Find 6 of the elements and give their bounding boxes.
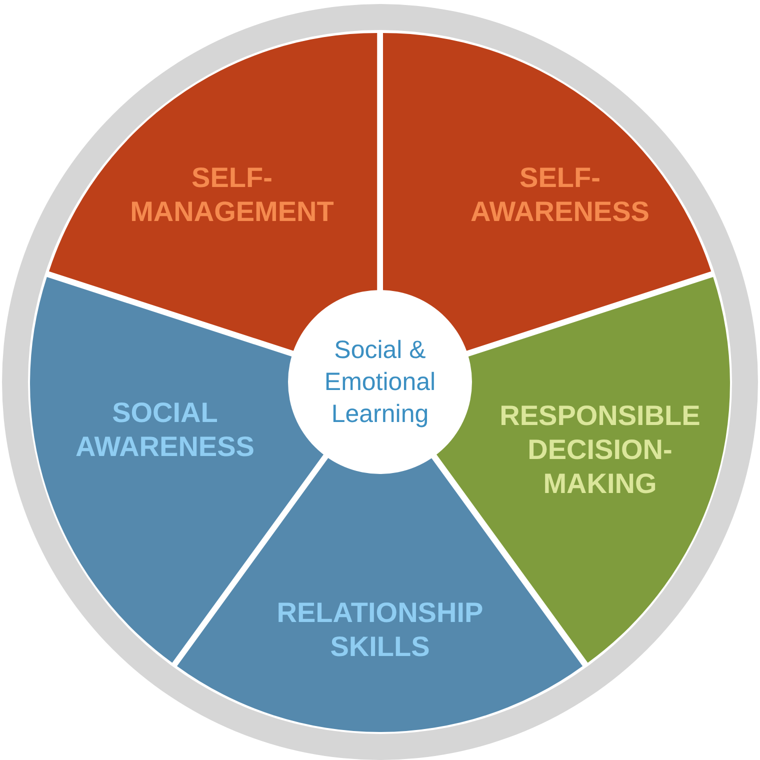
- hub-label: Social & Emotional Learning: [323, 335, 437, 430]
- segment-label: RESPONSIBLE DECISION-MAKING: [498, 398, 702, 501]
- segment-label: SELF-MANAGEMENT: [129, 160, 335, 229]
- segment-label: RELATIONSHIP SKILLS: [276, 596, 484, 664]
- segment-label: SELF-AWARENESS: [470, 160, 650, 229]
- segment-label: SOCIAL AWARENESS: [74, 396, 256, 464]
